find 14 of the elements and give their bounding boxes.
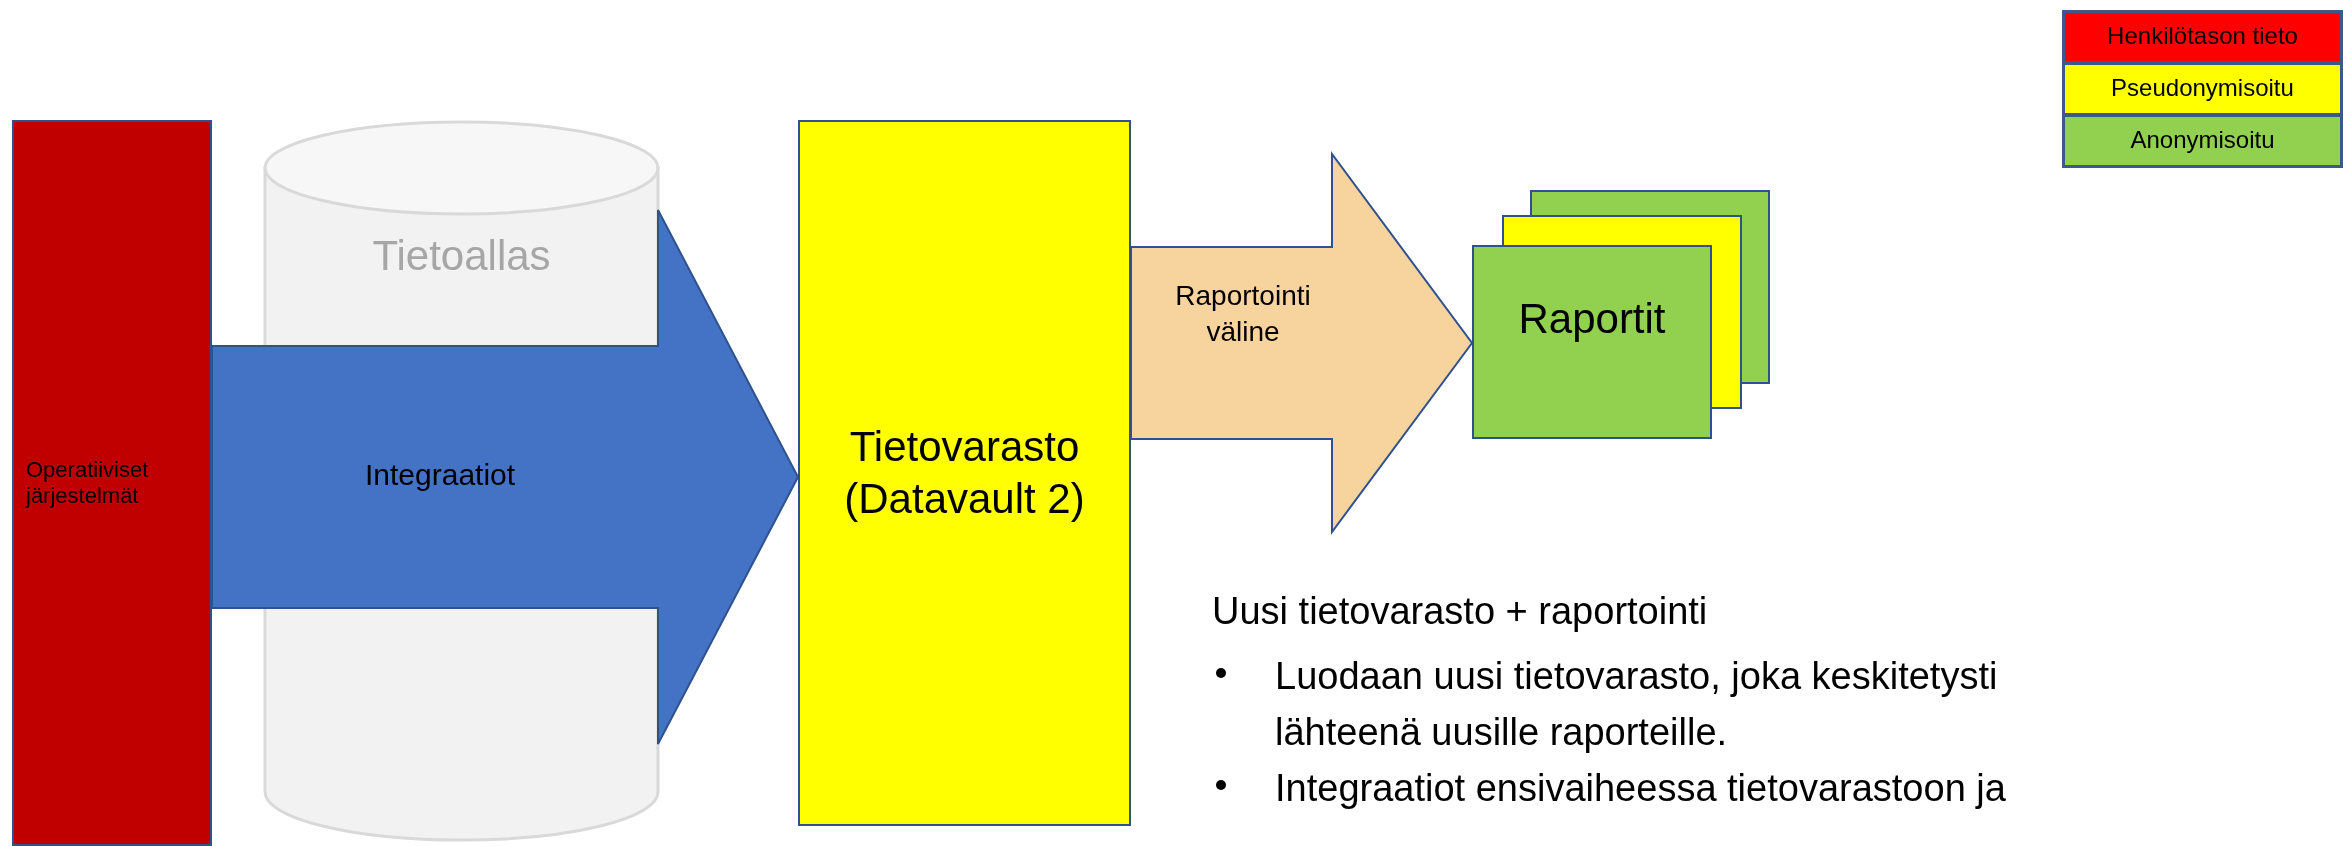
node-label: Raportit xyxy=(1517,295,1667,343)
edge-label: Raportointi väline xyxy=(1174,279,1312,350)
system-bar: Operatiiviset järjestelmät xyxy=(12,120,212,846)
warehouse-box: Tietovarasto (Datavault 2) xyxy=(798,120,1131,826)
bullet-text: Luodaan uusi tietovarasto, joka keskitetysti lähteenä uusille raporteille. xyxy=(1275,654,1999,755)
legend-item: Henkilötason tieto xyxy=(2062,10,2343,64)
node-label: Tietoallas xyxy=(371,232,552,280)
block-arrow xyxy=(1130,150,1474,536)
bullet-text: Integraatiot ensivaiheessa tietovarastoon ja xyxy=(1275,766,2007,811)
heading: Uusi tietovarasto + raportointi xyxy=(1212,590,1708,633)
edge-label: Integraatiot xyxy=(365,458,516,492)
legend-item: Anonymisoitu xyxy=(2062,114,2343,168)
legend-item: Pseudonymisoitu xyxy=(2062,62,2343,116)
block-arrow xyxy=(211,209,800,745)
